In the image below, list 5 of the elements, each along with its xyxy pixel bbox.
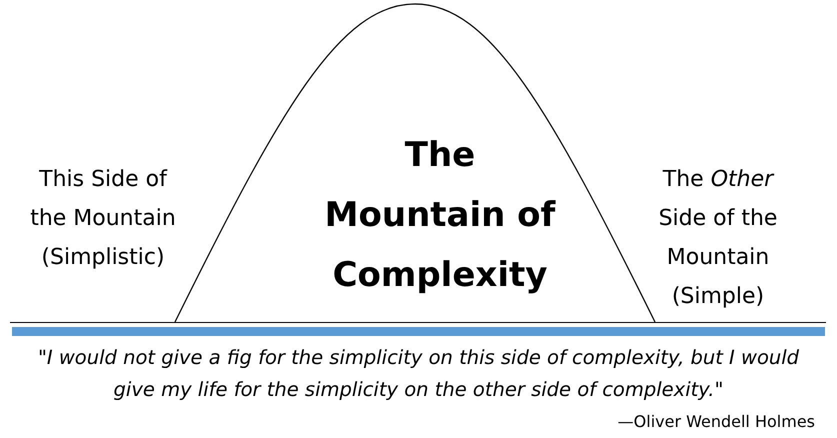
attribution-text: —Oliver Wendell Holmes [616, 412, 815, 431]
quote-text: "I would not give a fig for the simplicity on this side of complexity, but I would give my life for the simplicity on the other side of complexity." [36, 345, 800, 403]
side-label: The Other Side of the Mountain (Simple) [658, 166, 778, 311]
side-label: This Side of the Mountain (Simplistic) [29, 166, 177, 272]
mountain-title: The Mountain of Complexity [324, 134, 557, 297]
